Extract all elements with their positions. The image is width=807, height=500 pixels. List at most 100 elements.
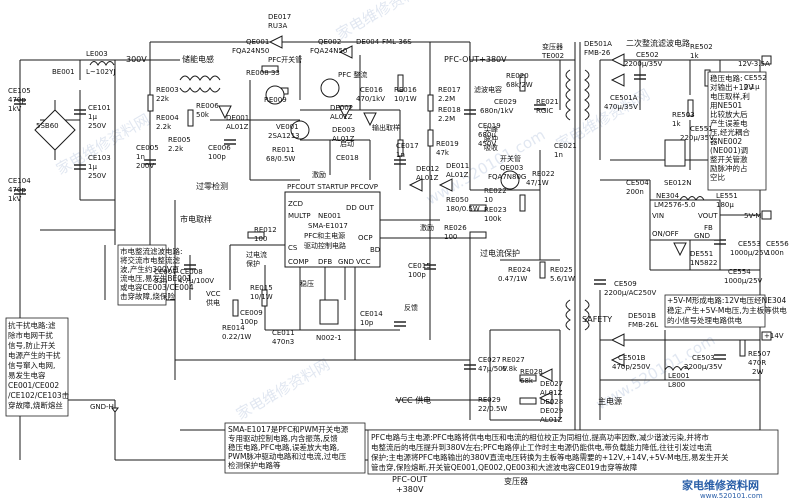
site-logo: 家电维修资料网 www.520101.com bbox=[682, 478, 763, 500]
label-re019: RE019 bbox=[436, 140, 459, 148]
label-re012-val: 100 bbox=[254, 235, 267, 243]
label-overcurrent-prot: 过电流 bbox=[246, 250, 267, 259]
annotation-line: 保护;主电源将PFC电路输出的380V直流电压转换为主板等电路需要的+12V,+… bbox=[371, 452, 729, 462]
label-ce016-val: 470/1kV bbox=[356, 95, 385, 103]
label-de003: DE003 bbox=[332, 126, 355, 134]
label-excitation2: 激励 bbox=[420, 223, 434, 232]
label-ce005-v2: 200V bbox=[136, 162, 154, 170]
label-re024-val: 0.47/1W bbox=[498, 275, 527, 283]
label-ne304-val: LM2576-5.0 bbox=[654, 201, 695, 209]
label-ne001-val: SMA-E1017 bbox=[308, 222, 348, 230]
label-de002: DE002 bbox=[330, 104, 353, 112]
label-re005: RE005 bbox=[168, 136, 191, 144]
label-ic-desc1: PFC和主电源 bbox=[304, 231, 345, 240]
annotation-regulator: 稳压电路: 对输出+12V 电压取样,利 用NE501 比较放大后 产生误差电 … bbox=[710, 73, 754, 182]
transformer-coil bbox=[584, 69, 590, 121]
optocoupler-symbol bbox=[319, 299, 339, 325]
label-de012-val: AL01Z bbox=[416, 174, 439, 182]
annotation-line: 电整流后的电压提升到380V左右;PFC电路停止工作时主电源仍能供电,带负载能力… bbox=[371, 442, 712, 452]
logo-text: 家电维修资料网 bbox=[682, 478, 759, 492]
label-ce009: CE009 bbox=[240, 309, 263, 317]
label-ce017-val: 1n bbox=[396, 151, 405, 159]
label-re018-val: 2.2M bbox=[438, 115, 455, 123]
label-ce551-val: 220µ/35V bbox=[680, 134, 714, 142]
label-re018: RE018 bbox=[438, 106, 461, 114]
label-re011-val: 68/0.5W bbox=[266, 155, 295, 163]
label-de004-val: FML-36S bbox=[382, 38, 412, 46]
label-ce027: CE027 bbox=[478, 356, 501, 364]
label-ce554-val: 1000µ/25V bbox=[724, 277, 763, 285]
label-ce502: CE502 bbox=[636, 51, 659, 59]
label-re008: RE008 33 bbox=[246, 69, 280, 77]
label-re026-val: 100 bbox=[444, 233, 457, 241]
annotation-pfc-main: PFC电路与主电源:PFC电路将供电电压和电流的相位校正为同相位,提高功率因数,… bbox=[371, 432, 729, 472]
label-ce501a-val: 470µ/35V bbox=[604, 103, 638, 111]
annotation-line: 管击穿,保险熔断,开关管QE001,QE002,QE003和大滤波电容CE019… bbox=[371, 462, 638, 472]
label-de001-val: AL01Z bbox=[226, 123, 249, 131]
label-ce005: CE005 bbox=[136, 144, 159, 152]
label-ce008-val: 4.7µ/100V bbox=[178, 277, 214, 285]
annotation-line: 稳定,产生+5V-M电压,为主板等供电 bbox=[667, 305, 787, 315]
label-ce105-v1: 470p bbox=[8, 96, 26, 104]
annotation-line: 产生误差电 bbox=[710, 118, 748, 128]
label-pin-cs: CS bbox=[288, 244, 298, 252]
label-re014-val: 0.22/1W bbox=[222, 333, 251, 341]
label-regulation: 稳压 bbox=[300, 279, 314, 288]
label-main-supply: 主电源 bbox=[598, 396, 622, 406]
inductor-symbol bbox=[179, 87, 221, 93]
label-pfc-switch: PFC开关管 bbox=[268, 55, 302, 64]
label-pin-vin: VIN bbox=[652, 212, 664, 220]
label-ce019-v1: 680µ bbox=[478, 131, 496, 139]
transformer-coil bbox=[565, 69, 571, 121]
label-re029-val: 22/0.5W bbox=[478, 405, 507, 413]
label-re025-val: 5.6/1W bbox=[550, 275, 575, 283]
label-de501b-val: FMB-26L bbox=[628, 321, 658, 329]
ic-ne001 bbox=[284, 191, 381, 268]
label-ce029-val: 680n/1kV bbox=[480, 107, 514, 115]
label-de017: DE017 bbox=[268, 13, 291, 21]
label-re023-val: 100k bbox=[484, 215, 502, 223]
label-switch-tube: 开关管 bbox=[500, 154, 521, 163]
label-300v: 300V bbox=[126, 55, 147, 64]
label-pin-ddout: DD OUT bbox=[346, 204, 375, 212]
label-re021-val: RGIC bbox=[536, 107, 553, 115]
annotation-box-pfc bbox=[367, 429, 779, 475]
component-labels: 300V LE003 L~102YJ BE001 CE105 470p 1kV … bbox=[8, 13, 789, 494]
label-pin-vcc: VCC bbox=[356, 258, 371, 266]
logo-url: www.520101.com bbox=[700, 492, 763, 500]
label-pin-comp: COMP bbox=[288, 258, 309, 266]
label-transformer-bottom: 变压器 bbox=[504, 476, 528, 486]
label-se012: SE012N bbox=[664, 179, 691, 187]
label-re502-val: 1k bbox=[690, 52, 699, 60]
label-ce104: CE104 bbox=[8, 177, 31, 185]
label-spike3: 吸收 bbox=[484, 143, 498, 152]
label-mains-sample: 市电取样 bbox=[180, 214, 212, 224]
label-ce015: CE015 bbox=[408, 262, 431, 270]
label-v5: 5V-M bbox=[744, 212, 761, 220]
component-symbols bbox=[14, 35, 772, 413]
label-pfcout-pins: PFCOUT STARTUP PFCOVP bbox=[287, 183, 378, 191]
annotation-line: 器NE002 bbox=[710, 137, 742, 146]
label-be001: BE001 bbox=[52, 68, 75, 76]
annotation-line: 信号窜入电网, bbox=[8, 360, 55, 370]
label-ce027-val: 47µ/50V bbox=[478, 365, 508, 373]
annotation-sma: SMA-E1017是PFC和PWM开关电源 专用驱动控制电路,内含振荡,反馈 稳… bbox=[228, 424, 349, 470]
label-ce554: CE554 bbox=[728, 268, 751, 276]
label-de501b: DE501B bbox=[628, 312, 656, 320]
optocoupler-symbol bbox=[664, 139, 686, 167]
label-overcurrent-prot3: 过电流保护 bbox=[480, 248, 520, 258]
annotation-line: 整开关管激 bbox=[710, 154, 748, 164]
label-re014: RE014 bbox=[222, 324, 245, 332]
annotation-line: 穿故障,烧断熔丝 bbox=[8, 400, 63, 410]
label-re050-val: 180/0.5W bbox=[446, 205, 480, 213]
label-le551: LE551 bbox=[716, 192, 738, 200]
label-ce007: CE007 bbox=[154, 268, 177, 276]
label-qe002-val: FQA24N50 bbox=[310, 47, 347, 55]
annotation-box-mains bbox=[117, 244, 167, 306]
annotation-line: SMA-E1017是PFC和PWM开关电源 bbox=[228, 424, 349, 434]
annotation-line: 励脉冲的占 bbox=[710, 163, 748, 173]
label-vcc-supply: VCC bbox=[206, 290, 221, 298]
transistor-symbols bbox=[265, 78, 520, 190]
label-le001-val: L800 bbox=[668, 381, 685, 389]
